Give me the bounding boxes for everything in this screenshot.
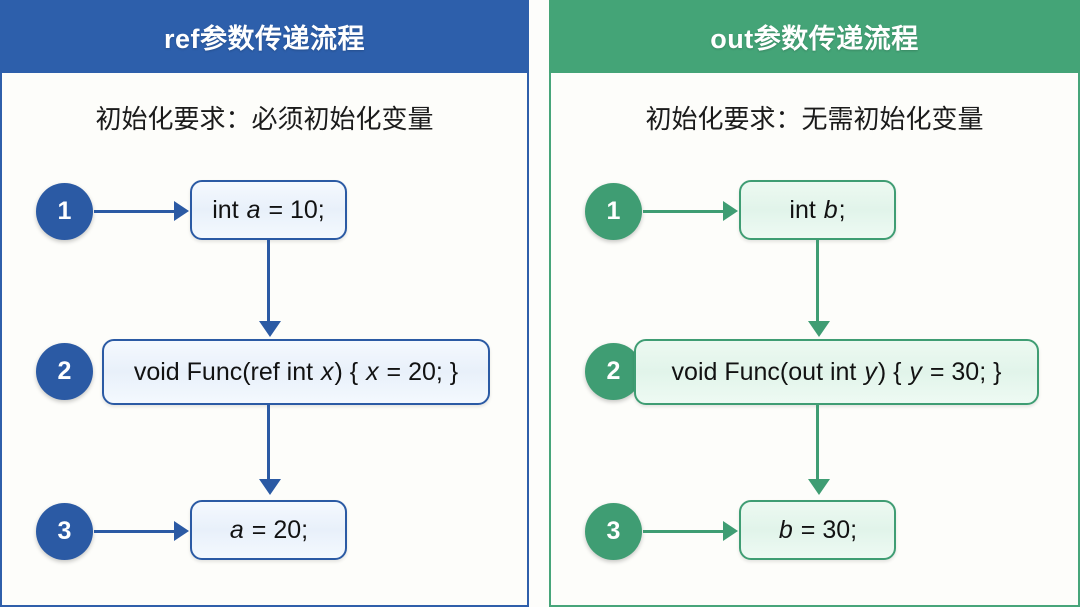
code-text: b = 30; [778, 515, 858, 544]
step-marker-out-3: 3 [585, 503, 642, 560]
connector-out-3-horizontal [643, 530, 725, 533]
panel-ref-title: ref参数传递流程 [163, 24, 365, 54]
panel-out-title: out参数传递流程 [710, 24, 919, 54]
step-number: 3 [606, 517, 621, 545]
step-marker-ref-3: 3 [36, 503, 93, 560]
connector-ref-3-horizontal [94, 530, 176, 533]
step-marker-out-2: 2 [585, 343, 642, 400]
step-number: 1 [606, 197, 621, 225]
code-node-out-2: void Func(out int y) { y = 30; } [634, 339, 1039, 405]
code-text: a = 20; [229, 515, 309, 544]
panel-ref-header: ref参数传递流程 [0, 0, 529, 73]
panel-ref-body: 初始化要求：必须初始化变量 1 int a = 10; 2 void Func(… [0, 73, 529, 607]
step-number: 2 [606, 357, 621, 385]
panel-out-body: 初始化要求：无需初始化变量 1 int b; 2 void Func(out i… [549, 73, 1080, 607]
panel-out-subtitle: 初始化要求：无需初始化变量 [645, 104, 984, 134]
step-marker-out-1: 1 [585, 183, 642, 240]
panel-out-header: out参数传递流程 [549, 0, 1080, 73]
arrowhead-out-3 [723, 521, 738, 541]
code-text: int b; [789, 195, 846, 224]
connector-ref-1-horizontal [94, 210, 176, 213]
arrowhead-ref-2-3 [259, 479, 281, 495]
arrowhead-out-1-2 [808, 321, 830, 337]
connector-out-1-2-vertical [816, 240, 819, 323]
code-node-out-3: b = 30; [739, 500, 896, 560]
panel-ref: ref参数传递流程 初始化要求：必须初始化变量 1 int a = 10; 2 … [0, 0, 529, 607]
code-node-ref-3: a = 20; [190, 500, 347, 560]
step-number: 2 [57, 357, 72, 385]
step-marker-ref-1: 1 [36, 183, 93, 240]
code-text: void Func(ref int x) { x = 20; } [133, 357, 459, 386]
step-number: 3 [57, 517, 72, 545]
connector-ref-1-2-vertical [267, 240, 270, 323]
panel-ref-subtitle: 初始化要求：必须初始化变量 [95, 104, 434, 134]
arrowhead-out-1 [723, 201, 738, 221]
code-node-ref-1: int a = 10; [190, 180, 347, 240]
connector-out-1-horizontal [643, 210, 725, 213]
code-node-ref-2: void Func(ref int x) { x = 20; } [102, 339, 490, 405]
step-number: 1 [57, 197, 72, 225]
panel-out: out参数传递流程 初始化要求：无需初始化变量 1 int b; 2 void … [549, 0, 1080, 607]
arrowhead-ref-1 [174, 201, 189, 221]
step-marker-ref-2: 2 [36, 343, 93, 400]
code-text: void Func(out int y) { y = 30; } [671, 357, 1002, 386]
code-text: int a = 10; [212, 195, 325, 224]
arrowhead-ref-1-2 [259, 321, 281, 337]
connector-ref-2-3-vertical [267, 405, 270, 481]
code-node-out-1: int b; [739, 180, 896, 240]
arrowhead-ref-3 [174, 521, 189, 541]
connector-out-2-3-vertical [816, 405, 819, 481]
arrowhead-out-2-3 [808, 479, 830, 495]
